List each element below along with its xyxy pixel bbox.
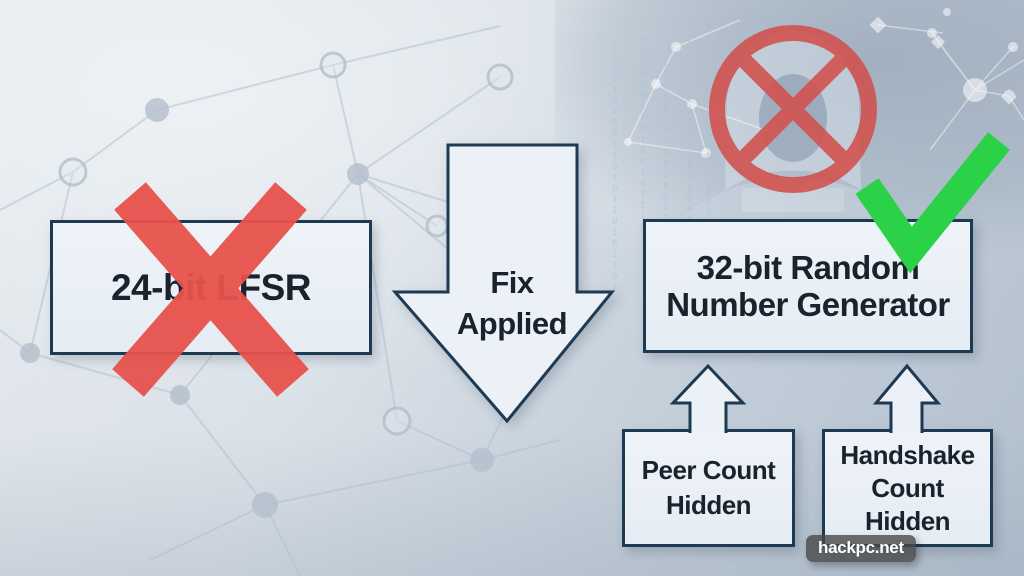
up-arrow-icon [872, 363, 942, 433]
peer-count-box-label: Peer Count Hidden [641, 455, 776, 520]
network-nodes-ring [58, 51, 514, 436]
network-nodes-filled [20, 98, 496, 518]
binary-code-column: 1011010011010110101101 [612, 52, 618, 293]
binary-code-column: 01101001101011 [706, 86, 712, 239]
red-cross-icon [112, 182, 309, 397]
rng-box: 32-bit Random Number Generator [643, 219, 973, 353]
binary-code-column: 0110101101001011101 [640, 36, 646, 244]
rng-box-label: 32-bit Random Number Generator [666, 249, 950, 323]
up-arrow-icon [669, 363, 747, 433]
watermark-text: hackpc.net [818, 538, 904, 557]
network-nodes-right [624, 8, 1018, 158]
handshake-count-box-label: Handshake Count Hidden [840, 439, 975, 536]
watermark-badge: hackpc.net [806, 535, 916, 562]
fix-arrow-label: Fix Applied [456, 265, 568, 341]
no-entry-hacker-icon [709, 25, 877, 193]
green-check-icon [855, 132, 1010, 274]
peer-count-box: Peer Count Hidden [622, 429, 795, 547]
down-arrow-icon [391, 143, 616, 424]
